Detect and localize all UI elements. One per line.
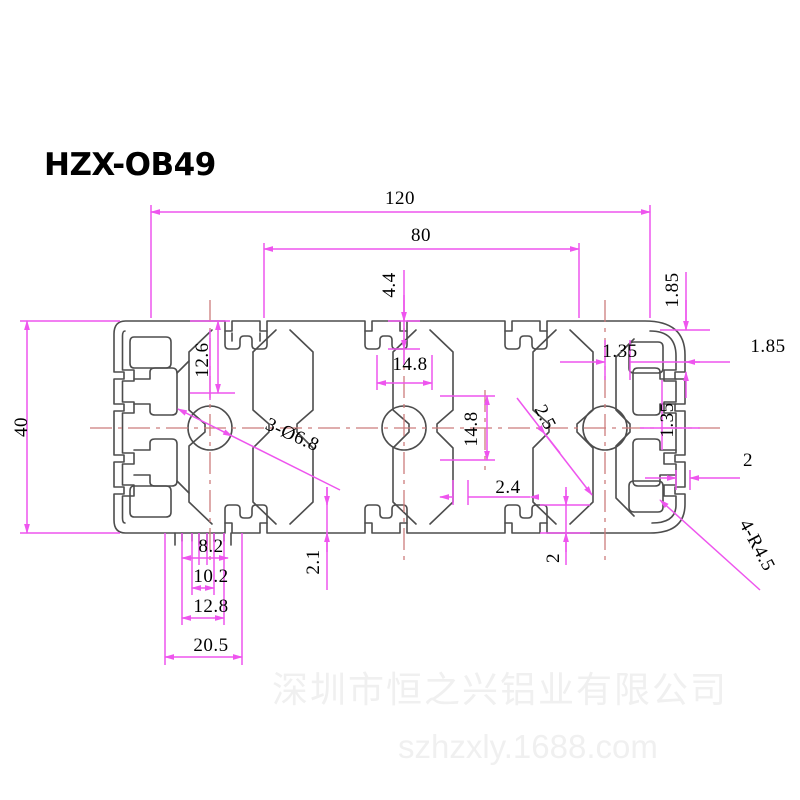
dim-bottom-slot-10-2: 10.2 xyxy=(193,566,228,587)
dim-bottom-slot-20-5: 20.5 xyxy=(193,635,228,656)
dim-slot-mouth-v: 14.8 xyxy=(461,411,482,446)
dim-rib-2-5: 2.5 xyxy=(530,401,560,433)
dim-overall-width: 120 xyxy=(385,188,415,209)
dim-right-1-85-h: 1.85 xyxy=(750,336,785,357)
dim-right-1-35-h: 1.35 xyxy=(602,341,637,362)
dim-overall-height: 40 xyxy=(11,417,32,437)
dimension-lines xyxy=(20,205,761,665)
centerlines xyxy=(90,300,720,560)
dim-bottom-rib-2: 2 xyxy=(543,553,564,563)
dim-right-wall-2: 2 xyxy=(743,450,753,471)
page-title: HZX-OB49 xyxy=(44,147,216,183)
dim-right-1-85-v: 1.85 xyxy=(662,272,683,307)
dim-right-1-35-v: 1.35 xyxy=(657,402,678,437)
dim-bottom-wall-2-1: 2.1 xyxy=(303,549,324,574)
dim-bottom-slot-12-8: 12.8 xyxy=(193,596,228,617)
dim-slot-mouth-h: 14.8 xyxy=(392,354,427,375)
dim-rib-2-4: 2.4 xyxy=(495,477,520,498)
dim-corner-radius: 4-R4.5 xyxy=(735,516,779,575)
watermark-url: szhzxly.1688.com xyxy=(398,728,658,765)
dim-top-wall: 12.6 xyxy=(192,342,213,377)
dim-inner-width: 80 xyxy=(411,225,431,246)
dimension-text-group: 120 80 40 4.4 12.6 14.8 14.8 3-Ø6.8 2.5 … xyxy=(11,188,785,656)
dim-bottom-slot-8-2: 8.2 xyxy=(198,536,223,557)
dim-hole-callout: 3-Ø6.8 xyxy=(262,414,322,456)
watermark-company: 深圳市恒之兴铝业有限公司 xyxy=(272,669,729,710)
dim-top-slot-depth: 4.4 xyxy=(379,272,400,297)
